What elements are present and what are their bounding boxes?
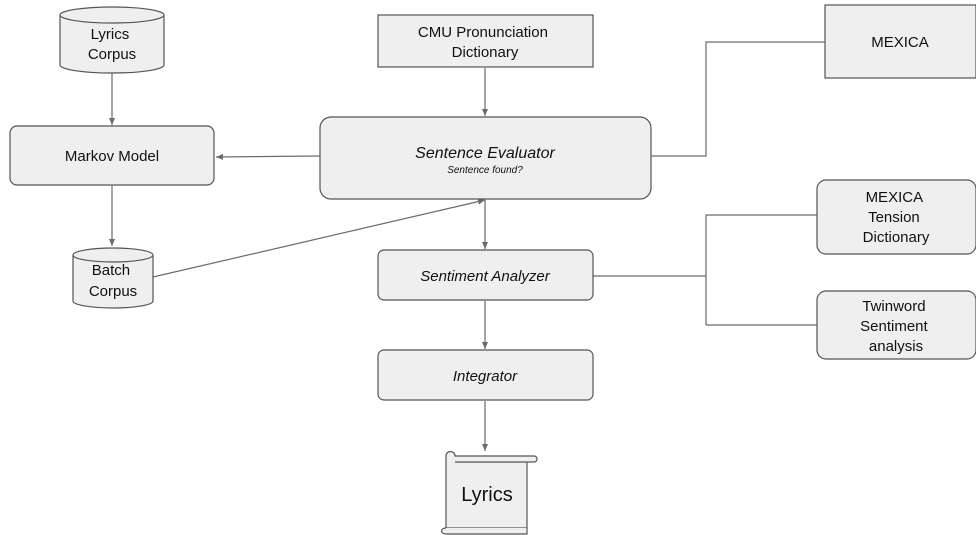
markov-model-label: Markov Model [65, 148, 159, 165]
sentiment-analyzer-label: Sentiment Analyzer [420, 268, 551, 285]
batch-corpus-label-line2: Corpus [89, 283, 137, 300]
svg-text:CMU Pronunciation Dictio: CMU Pronunciation Dictionary [418, 24, 552, 61]
cmu-dictionary-node: CMU Pronunciation Dictionary [377, 14, 594, 68]
mexica-tension-label-line1: MEXICA [866, 189, 924, 206]
twinword-label-line2: Sentiment [860, 318, 928, 335]
mexica-tension-label-line2: Tension [868, 209, 920, 226]
twinword-label-line3: analysis [869, 338, 923, 355]
svg-text:Lyrics Corpus: Lyrics Corpus [88, 26, 136, 63]
twinword-label-line1: Twinword [862, 298, 925, 315]
batch-corpus-node: Batch Corpus [72, 247, 154, 309]
cmu-dictionary-label-line1: CMU Pronunciation [418, 24, 548, 41]
svg-text:Twinword Sentiment: Twinword Sentiment analysis [860, 298, 932, 355]
cmu-dictionary-label-line2: Dictionary [452, 44, 519, 61]
sentence-evaluator-node: Sentence Evaluator Sentence found? [319, 116, 652, 200]
lyrics-output-node: Lyrics [440, 450, 538, 535]
integrator-label: Integrator [453, 368, 518, 385]
lyrics-corpus-label-line2: Corpus [88, 46, 136, 63]
markov-model-node: Markov Model [9, 125, 215, 186]
svg-text:Batch Corpus: Batch Corpus [89, 262, 137, 300]
sentence-evaluator-subtitle: Sentence found? [447, 165, 523, 176]
svg-text:MEXICA Tension Dic: MEXICA Tension Dictionary [863, 189, 930, 246]
lyrics-output-label: Lyrics [461, 484, 512, 506]
edge-evaluator-to-mexica [651, 41, 825, 157]
sentiment-analyzer-node: Sentiment Analyzer [377, 249, 594, 301]
twinword-sentiment-node: Twinword Sentiment analysis [816, 290, 976, 360]
edge-batch-corpus-to-evaluator [152, 198, 486, 278]
mexica-tension-dictionary-node: MEXICA Tension Dictionary [816, 179, 976, 255]
lyrics-corpus-node: Lyrics Corpus [59, 6, 165, 74]
edge-sentiment-to-resources [593, 214, 817, 277]
mexica-node: MEXICA [824, 4, 976, 79]
integrator-node: Integrator [377, 349, 594, 401]
mexica-label: MEXICA [871, 34, 929, 51]
batch-corpus-label-line1: Batch [92, 262, 130, 279]
edge-evaluator-to-markov [215, 153, 321, 160]
lyrics-corpus-label-line1: Lyrics [91, 26, 130, 43]
edges [109, 41, 825, 451]
sentence-evaluator-title: Sentence Evaluator [415, 145, 555, 162]
mexica-tension-label-line3: Dictionary [863, 229, 930, 246]
